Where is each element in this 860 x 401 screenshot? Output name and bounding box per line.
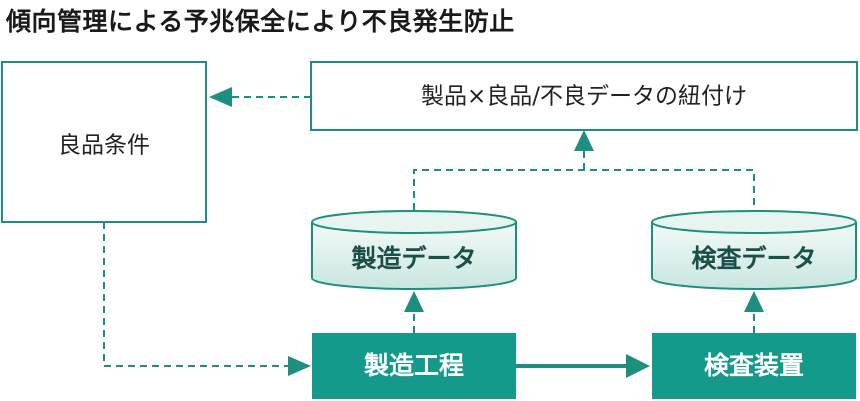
conditions-to-process-line [103, 222, 288, 367]
arrow-up-icon [574, 130, 594, 151]
conditions-to-process-arrow [103, 222, 311, 376]
inspection-device-node: 検査装置 [652, 333, 856, 399]
data-merge-line [413, 169, 755, 210]
linkage-to-conditions-arrow [209, 87, 311, 107]
arrow-up-icon [744, 291, 764, 312]
manufacturing-data-cylinder-body [311, 222, 517, 290]
process-to-device-arrow [516, 354, 650, 378]
device-to-inspection-data-arrow [744, 291, 764, 333]
manufacturing-process-box [312, 333, 516, 399]
good-conditions-node: 良品条件 [1, 61, 207, 223]
arrow-left-icon [209, 87, 232, 107]
good-conditions-label: 良品条件 [58, 133, 150, 159]
good-conditions-box [1, 61, 207, 223]
inspection-device-label: 検査装置 [704, 351, 804, 380]
inspection-data-label: 検査データ [691, 244, 816, 273]
manufacturing-data-cylinder-top [311, 210, 517, 234]
manufacturing-data-store: 製造データ [311, 210, 517, 290]
inspection-data-cylinder-top [651, 210, 857, 234]
diagram-title: 傾向管理による予兆保全により不良発生防止 [6, 7, 515, 36]
arrow-up-icon [404, 291, 424, 312]
arrow-right-icon [288, 356, 311, 376]
manufacturing-data-label: 製造データ [350, 244, 476, 273]
data-to-linkage-connector [413, 130, 755, 210]
inspection-device-box [652, 333, 856, 399]
process-to-manufacturing-data-arrow [404, 291, 424, 333]
linkage-node: 製品×良品/不良データの紐付け [310, 61, 858, 131]
linkage-box [310, 61, 858, 131]
arrow-right-icon [626, 354, 650, 378]
linkage-label: 製品×良品/不良データの紐付け [421, 84, 747, 110]
inspection-data-store: 検査データ [651, 210, 857, 290]
manufacturing-process-node: 製造工程 [312, 333, 516, 399]
manufacturing-process-label: 製造工程 [363, 351, 464, 380]
inspection-data-cylinder-body [651, 222, 857, 290]
